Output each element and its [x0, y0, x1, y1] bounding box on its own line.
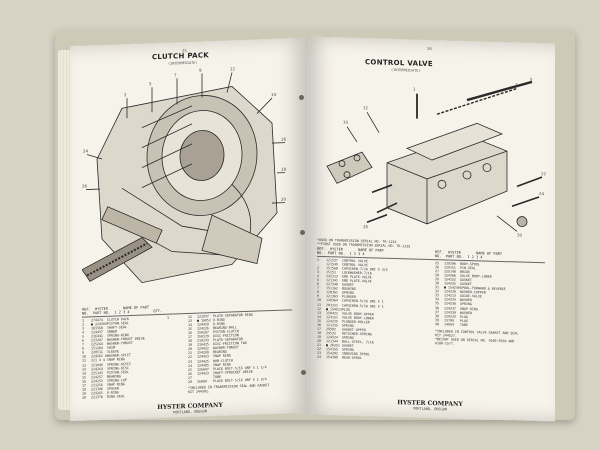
left-page-footer: HYSTER COMPANY PORTLAND, OREGON [130, 401, 250, 416]
right-page-number: 26 [427, 45, 432, 52]
part-name: TUBE [460, 322, 468, 327]
clutch-pack-exploded-diagram: 2 5 7 9 12 14 16 18 20 24 26 [82, 66, 287, 284]
svg-text:18: 18 [281, 167, 287, 172]
svg-text:24: 24 [539, 191, 545, 196]
svg-text:5: 5 [149, 81, 152, 86]
left-footnote: *INCLUDED IN TRANSMISSION SEAL AND GASKE… [188, 383, 270, 394]
svg-text:7: 7 [515, 82, 518, 87]
part-number: 221370 [91, 394, 103, 400]
svg-text:10: 10 [343, 120, 349, 125]
binder-hole [299, 95, 304, 100]
svg-text:12: 12 [363, 105, 369, 110]
part-number: 14994 [444, 322, 454, 327]
left-page: 25 CLUTCH PACK (INTERMEDIATE) 2 [70, 37, 305, 422]
part-number: 154389 [326, 355, 338, 360]
svg-text:7: 7 [174, 72, 177, 77]
svg-text:26: 26 [82, 183, 88, 188]
svg-text:35: 35 [363, 224, 369, 229]
binder-hole [301, 370, 306, 375]
right-page-footer: HYSTER COMPANY PORTLAND, OREGON [365, 398, 495, 413]
ref-number: 20 [82, 395, 86, 400]
right-page: 26 CONTROL VALVE (INTERMEDIATE) 1 5 7 [305, 36, 555, 422]
part-name: PLACE BOLT-5/16 UNF X 1 3/4 [213, 376, 267, 383]
svg-text:5: 5 [530, 77, 533, 82]
left-page-title: CLUTCH PACK [152, 51, 210, 62]
right-footnote: *INCLUDED IN CONTROL VALVE GASKET AND SE… [435, 329, 519, 346]
svg-text:12: 12 [230, 66, 236, 71]
ref-number: 40 [435, 321, 439, 326]
svg-text:16: 16 [281, 137, 287, 142]
svg-text:14: 14 [271, 92, 277, 97]
svg-text:20: 20 [281, 197, 287, 202]
svg-text:22: 22 [541, 171, 547, 176]
part-name: RING-SEAL [107, 394, 125, 399]
svg-text:24: 24 [83, 148, 89, 153]
right-page-subtitle: (INTERMEDIATE) [391, 67, 421, 73]
binder-hole [300, 230, 305, 235]
control-valve-exploded-diagram: 1 5 7 10 12 22 24 30 35 [326, 77, 547, 238]
svg-text:1: 1 [413, 87, 416, 92]
svg-text:30: 30 [517, 232, 523, 237]
right-page-title: CONTROL VALVE [365, 58, 433, 69]
ref-number: 28 [188, 379, 192, 384]
part-name: HEAD-SPOOL [342, 355, 362, 361]
part-number: 16009 [197, 379, 207, 384]
ref-number: 24 [317, 354, 321, 360]
svg-text:9: 9 [199, 67, 202, 72]
svg-text:2: 2 [124, 92, 127, 97]
